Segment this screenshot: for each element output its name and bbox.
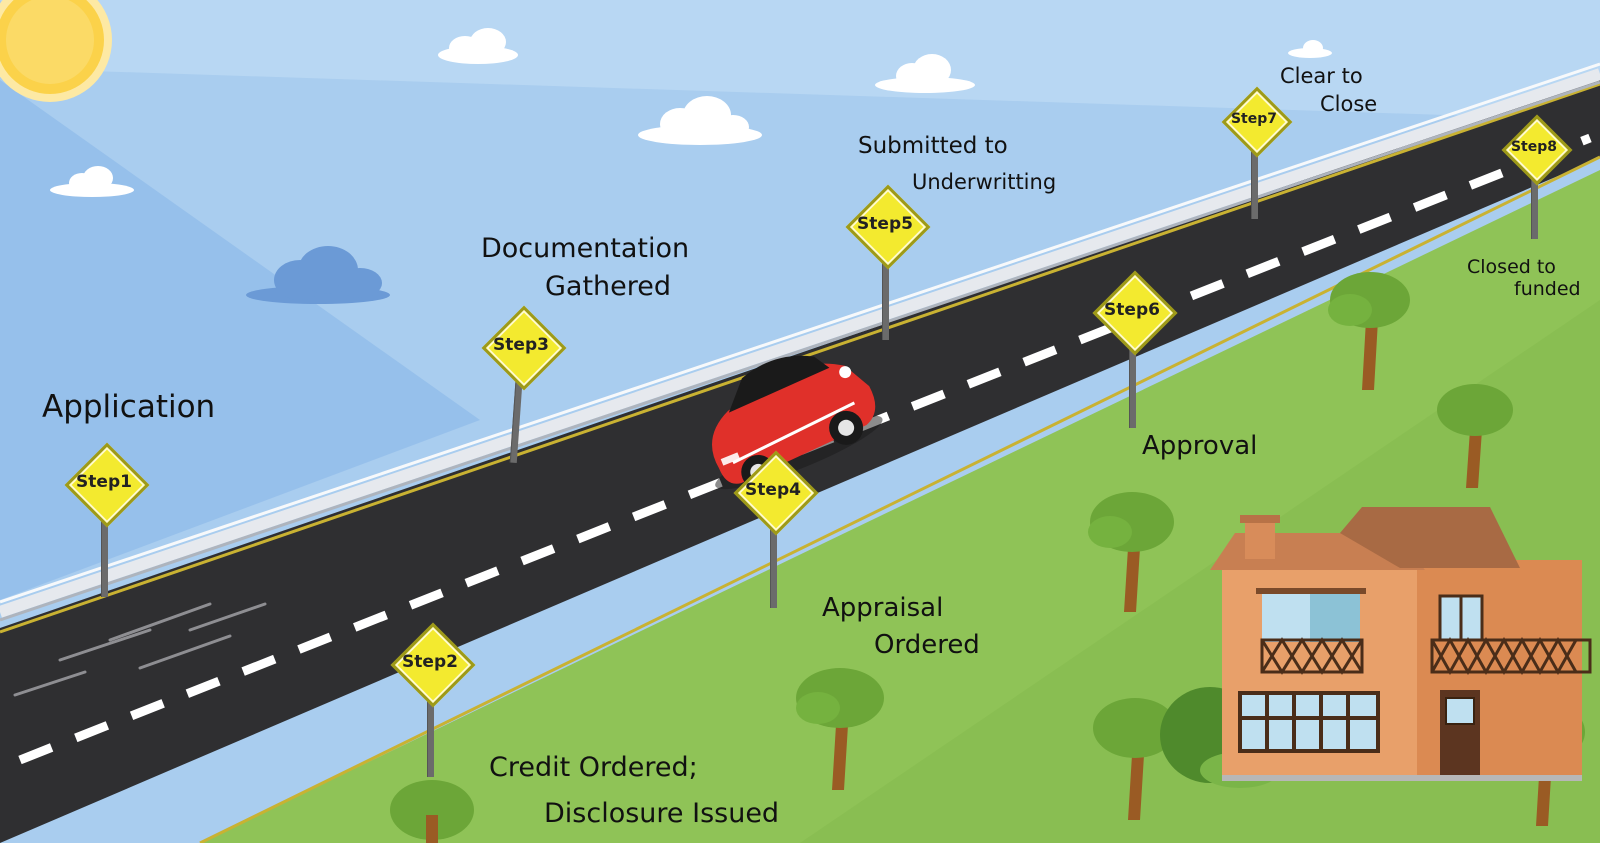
tree-icon	[1328, 272, 1410, 390]
sign-post	[101, 482, 108, 597]
sign-post	[770, 490, 777, 608]
cloud-icon	[246, 246, 390, 304]
step5-label: Step5	[857, 214, 913, 234]
house-icon	[1210, 507, 1592, 781]
cloud-icon	[1288, 40, 1332, 58]
cloud-icon	[875, 54, 975, 93]
step8-caption-line1: Closed to	[1467, 256, 1556, 278]
step5-caption-line2: Underwritting	[912, 170, 1057, 194]
step3-caption-line2: Gathered	[545, 271, 672, 302]
step8-label: Step8	[1510, 139, 1558, 155]
step3-caption-line1: Documentation	[481, 233, 690, 264]
cloud-icon	[438, 28, 518, 64]
guardrail	[0, 62, 1600, 622]
step6-caption: Approval	[1142, 431, 1258, 461]
step4-label: Step4	[745, 480, 801, 500]
step7-label: Step7	[1230, 111, 1278, 127]
speed-streaks	[13, 602, 267, 697]
step7-caption-line1: Clear to	[1280, 64, 1363, 88]
sign-post	[427, 662, 434, 777]
step6-label: Step6	[1104, 300, 1160, 320]
cloud-icon	[50, 166, 134, 197]
tree-icon	[1437, 384, 1513, 488]
step2-label: Step2	[402, 652, 458, 672]
tree-icon	[390, 780, 474, 843]
sign-post	[882, 224, 889, 340]
step2-caption-line1: Credit Ordered;	[489, 752, 698, 783]
sign-post	[1251, 119, 1258, 219]
sign-post	[1129, 310, 1136, 428]
tree-icon	[1093, 698, 1177, 820]
step1-caption: Application	[42, 389, 216, 425]
step3-label: Step3	[493, 335, 549, 355]
step4-caption-line1: Appraisal	[822, 593, 944, 623]
sign-post	[1531, 147, 1538, 239]
step4-caption-line2: Ordered	[874, 630, 980, 660]
sun-icon	[0, 0, 112, 102]
tree-icon	[796, 668, 884, 790]
step1-label: Step1	[76, 472, 132, 492]
step7-caption-line2: Close	[1320, 92, 1378, 116]
step8-caption-line2: funded	[1514, 278, 1581, 300]
step2-caption-line2: Disclosure Issued	[544, 798, 780, 829]
sky-light-beam	[0, 0, 1600, 120]
cloud-icon	[638, 96, 762, 145]
step5-caption-line1: Submitted to	[858, 133, 1008, 159]
tree-icon	[1088, 492, 1174, 612]
